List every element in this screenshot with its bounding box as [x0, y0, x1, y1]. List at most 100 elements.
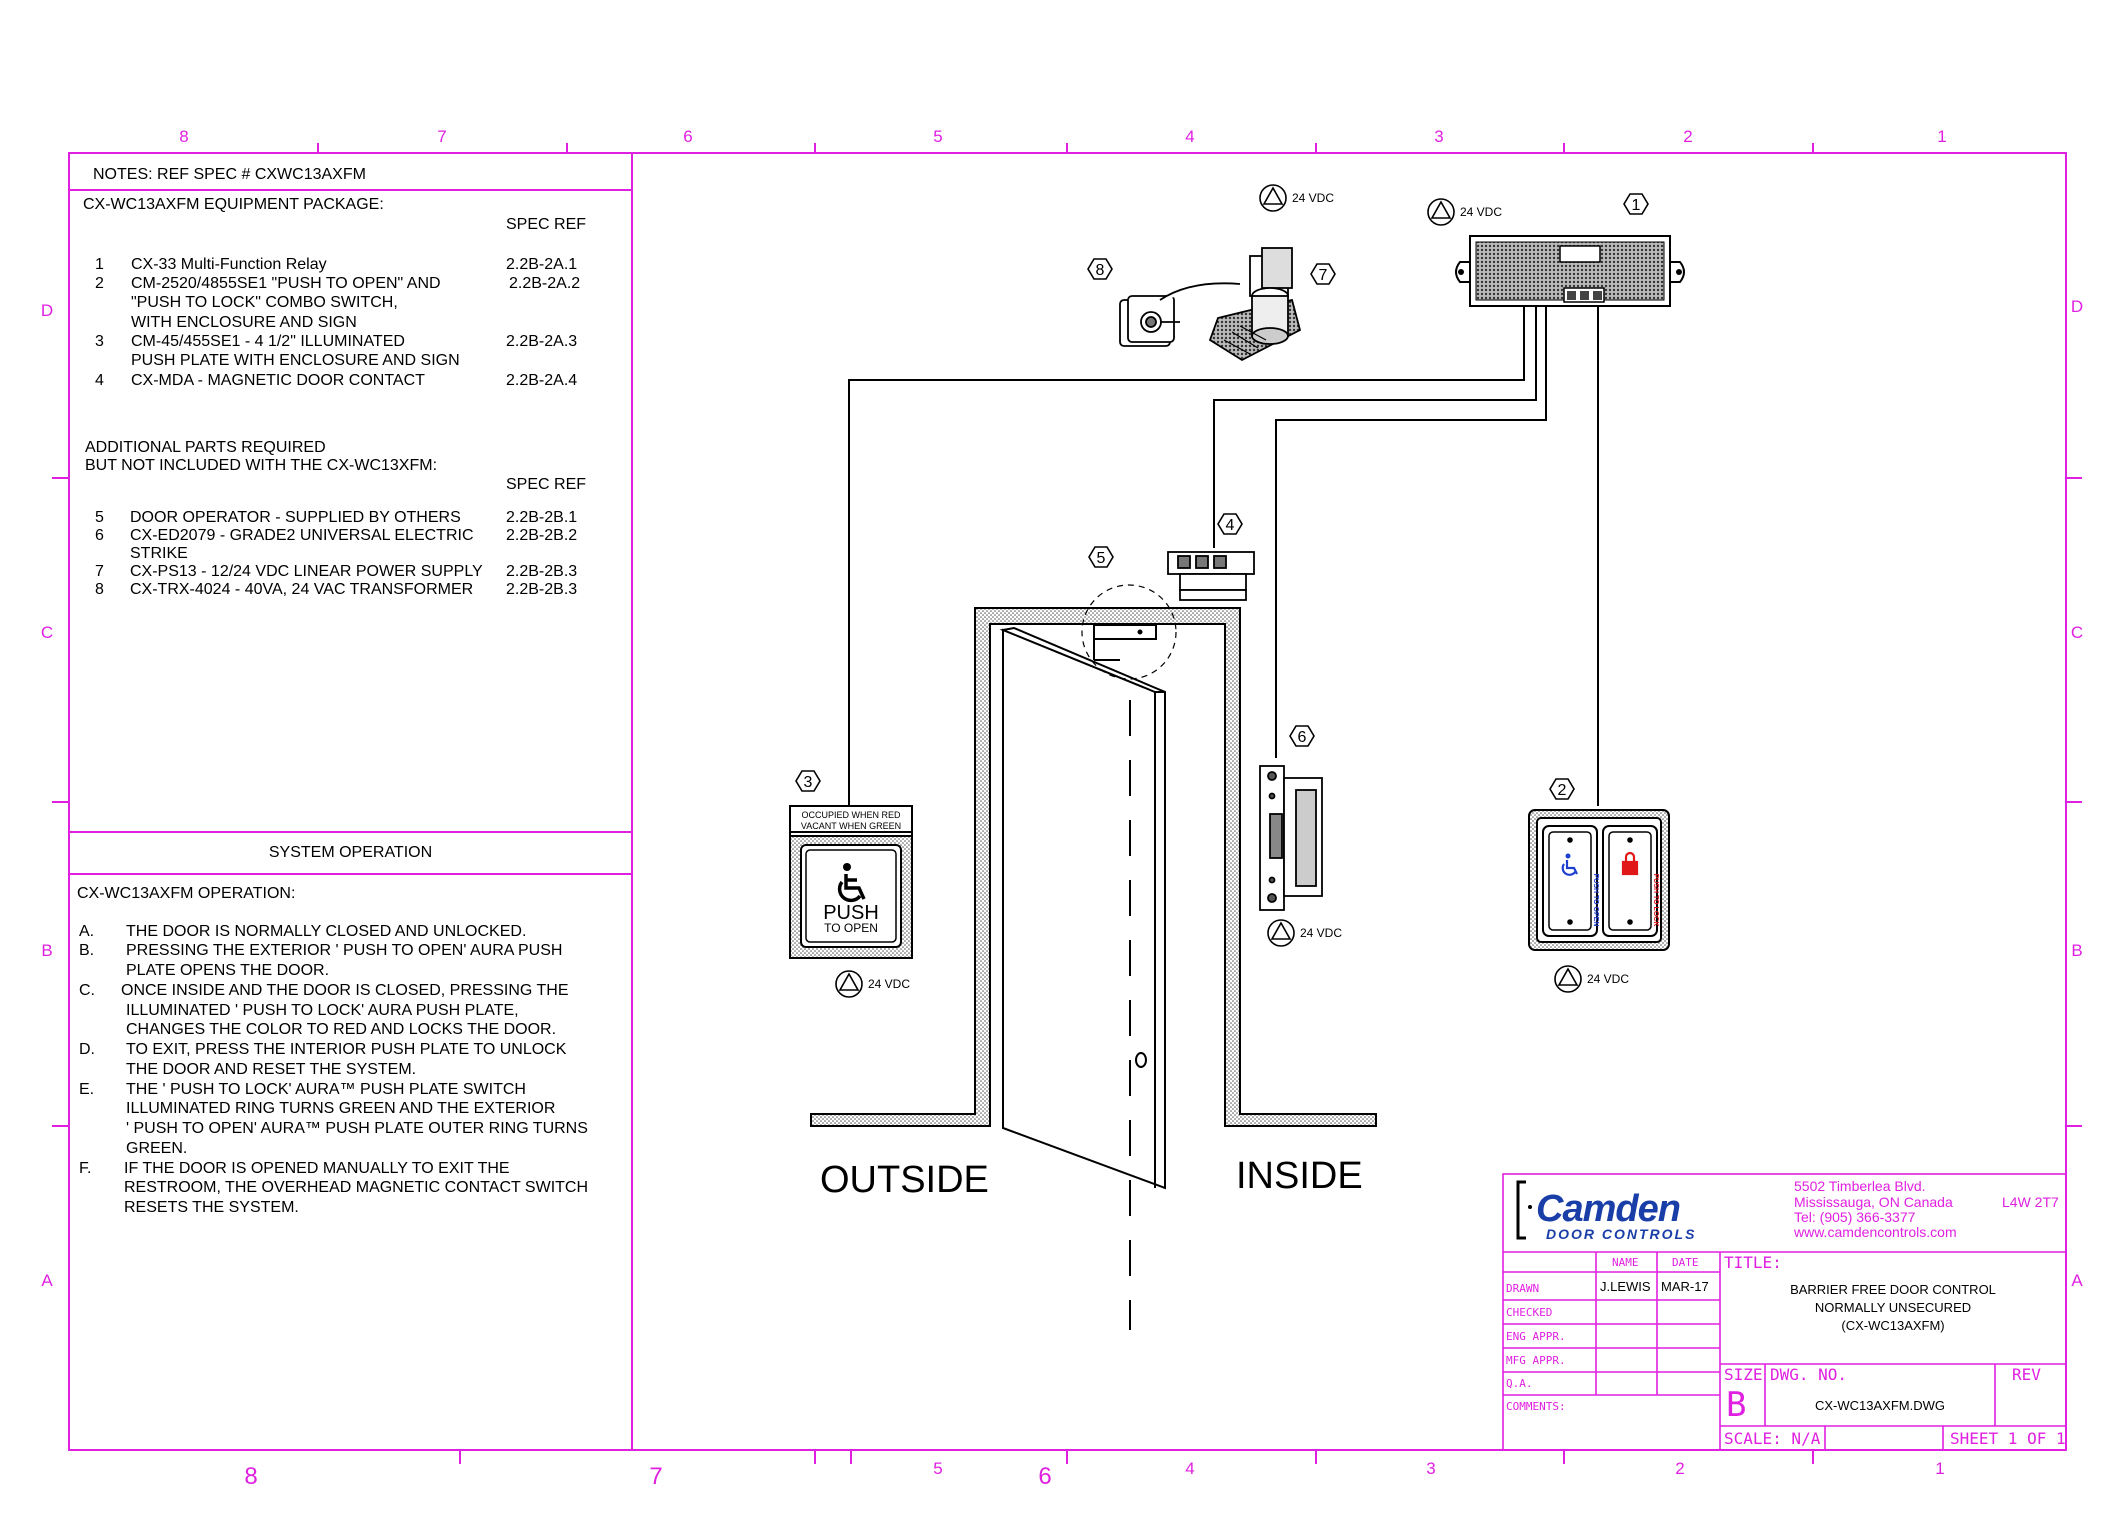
- step-text: ILLUMINATED ' PUSH TO LOCK' AURA PUSH PL…: [126, 1002, 519, 1019]
- row-comments: COMMENTS:: [1506, 1400, 1566, 1413]
- step-text: GREEN.: [126, 1140, 188, 1157]
- notes-panel: NOTES: REF SPEC # CXWC13AXFM CX-WC13AXFM…: [69, 153, 632, 832]
- row-checked: CHECKED: [1506, 1306, 1552, 1319]
- row-mfg-appr: MFG APPR.: [1506, 1354, 1566, 1367]
- callout-7: 7: [1319, 267, 1328, 284]
- zone-left-a: A: [41, 1271, 53, 1290]
- list-item-text: CM-45/455SE1 - 4 1/2" ILLUMINATED: [131, 333, 405, 350]
- zone-top-1: 1: [1937, 127, 1946, 146]
- list-item: 4: [95, 372, 104, 389]
- name-header: NAME: [1612, 1256, 1639, 1269]
- step-text: THE DOOR AND RESET THE SYSTEM.: [126, 1061, 417, 1078]
- step-text: ILLUMINATED RING TURNS GREEN AND THE EXT…: [126, 1100, 556, 1117]
- address-line-1: 5502 Timberlea Blvd.: [1794, 1178, 1926, 1194]
- callout-5: 5: [1097, 550, 1106, 567]
- callout-6: 6: [1298, 729, 1307, 746]
- list-item-ref: 2.2B-2B.1: [506, 509, 578, 526]
- title-line-3: (CX-WC13AXFM): [1841, 1318, 1944, 1333]
- rev-label: REV: [2012, 1365, 2041, 1384]
- callout-8: 8: [1096, 262, 1105, 279]
- list-item: 3: [95, 333, 104, 350]
- camden-logo: [1516, 1180, 1532, 1240]
- step-text: ONCE INSIDE AND THE DOOR IS CLOSED, PRES…: [121, 982, 569, 999]
- step-text: THE DOOR IS NORMALLY CLOSED AND UNLOCKED…: [126, 923, 527, 940]
- zone-bottom-7: 7: [649, 1463, 662, 1490]
- address-website: www.camdencontrols.com: [1793, 1224, 1957, 1240]
- list-item: 1: [95, 256, 104, 273]
- scale-label: SCALE: N/A: [1724, 1429, 1821, 1448]
- list-item-text: PUSH PLATE WITH ENCLOSURE AND SIGN: [131, 352, 460, 369]
- zone-bottom-5: 5: [933, 1459, 942, 1478]
- dwg-label: DWG. NO.: [1770, 1365, 1847, 1384]
- zone-bottom-3: 3: [1426, 1459, 1435, 1478]
- list-item-ref: 2.2B-2A.4: [506, 372, 578, 389]
- list-item-ref: 2.2B-2A.2: [509, 275, 581, 292]
- title-label: TITLE:: [1724, 1253, 1782, 1272]
- plate-sign-line-1: OCCUPIED WHEN RED: [801, 810, 901, 820]
- step-text: ' PUSH TO OPEN' AURA™ PUSH PLATE OUTER R…: [126, 1120, 588, 1137]
- wheelchair-icon: [837, 863, 866, 903]
- zone-bottom-1: 1: [1935, 1459, 1944, 1478]
- switch-right-text: PUSH TO LOCK: [1652, 874, 1659, 927]
- list-item-text: CM-2520/4855SE1 "PUSH TO OPEN" AND: [131, 275, 441, 292]
- step-text: PLATE OPENS THE DOOR.: [126, 962, 330, 979]
- voltage-label-plate: 24 VDC: [868, 977, 910, 991]
- push-to-open-icon: [1561, 853, 1578, 876]
- drawn-name: J.LEWIS: [1600, 1279, 1651, 1294]
- callout-1: 1: [1632, 197, 1641, 214]
- power-supply-and-transformer: [1119, 247, 1302, 362]
- additional-title-2: BUT NOT INCLUDED WITH THE CX-WC13XFM:: [85, 457, 438, 474]
- row-eng-appr: ENG APPR.: [1506, 1330, 1566, 1343]
- size-label: SIZE: [1724, 1365, 1763, 1384]
- notes-heading: NOTES: REF SPEC # CXWC13AXFM: [93, 166, 366, 183]
- operation-section-title: SYSTEM OPERATION: [268, 844, 433, 861]
- address-postal: L4W 2T7: [2002, 1194, 2059, 1210]
- list-item-ref: 2.2B-2A.1: [506, 256, 578, 273]
- zone-top-2: 2: [1683, 127, 1692, 146]
- size-value: B: [1726, 1385, 1746, 1425]
- list-item-ref: 2.2B-2A.3: [506, 333, 578, 350]
- spec-ref-label: SPEC REF: [506, 216, 587, 233]
- list-item-text: CX-PS13 - 12/24 VDC LINEAR POWER SUPPLY: [130, 563, 483, 580]
- title-line-1: BARRIER FREE DOOR CONTROL: [1790, 1282, 1996, 1297]
- list-item: 8: [95, 581, 104, 598]
- voltage-label-strike: 24 VDC: [1300, 926, 1342, 940]
- zone-top-7: 7: [437, 127, 446, 146]
- company-name: Camden: [1536, 1188, 1680, 1230]
- list-item-ref: 2.2B-2B.3: [506, 581, 578, 598]
- voltage-label-switch: 24 VDC: [1587, 972, 1629, 986]
- step-text: CHANGES THE COLOR TO RED AND LOCKS THE D…: [126, 1021, 557, 1038]
- row-qa: Q.A.: [1506, 1377, 1533, 1390]
- title-block-lines: [1502, 1173, 2067, 1451]
- zone-right-c: C: [2071, 623, 2083, 642]
- package-title: CX-WC13AXFM EQUIPMENT PACKAGE:: [83, 196, 384, 213]
- plate-push-text: PUSH: [823, 902, 879, 924]
- title-line-2: NORMALLY UNSECURED: [1815, 1300, 1971, 1315]
- step-text: RESETS THE SYSTEM.: [124, 1199, 299, 1216]
- zone-top-3: 3: [1434, 127, 1443, 146]
- step-text: RESTROOM, THE OVERHEAD MAGNETIC CONTACT …: [124, 1179, 589, 1196]
- zone-top-5: 5: [933, 127, 942, 146]
- step-text: THE ' PUSH TO LOCK' AURA™ PUSH PLATE SWI…: [126, 1081, 526, 1098]
- list-item: 7: [95, 563, 104, 580]
- zone-left-b: B: [41, 941, 52, 960]
- list-item-text: WITH ENCLOSURE AND SIGN: [131, 314, 357, 331]
- company-sub: DOOR CONTROLS: [1546, 1226, 1696, 1242]
- plate-sign-line-2: VACANT WHEN GREEN: [801, 821, 901, 831]
- zone-bottom-2: 2: [1675, 1459, 1684, 1478]
- step-letter: E.: [79, 1081, 95, 1098]
- zone-right-b: B: [2071, 941, 2082, 960]
- inside-label: INSIDE: [1236, 1155, 1363, 1197]
- door-leaf: [999, 584, 1177, 1330]
- switch-left-text: PUSH TO OPEN: [1592, 874, 1599, 927]
- plate-to-open-text: TO OPEN: [824, 921, 878, 935]
- list-item: 2: [95, 275, 104, 292]
- list-item-ref: 2.2B-2B.3: [506, 563, 578, 580]
- step-letter: F.: [79, 1160, 92, 1177]
- date-header: DATE: [1672, 1256, 1699, 1269]
- callout-3: 3: [804, 774, 813, 791]
- additional-spec-ref-label: SPEC REF: [506, 476, 587, 493]
- row-drawn: DRAWN: [1506, 1282, 1539, 1295]
- list-item-text: DOOR OPERATOR - SUPPLIED BY OTHERS: [130, 509, 461, 526]
- step-letter: D.: [79, 1041, 95, 1058]
